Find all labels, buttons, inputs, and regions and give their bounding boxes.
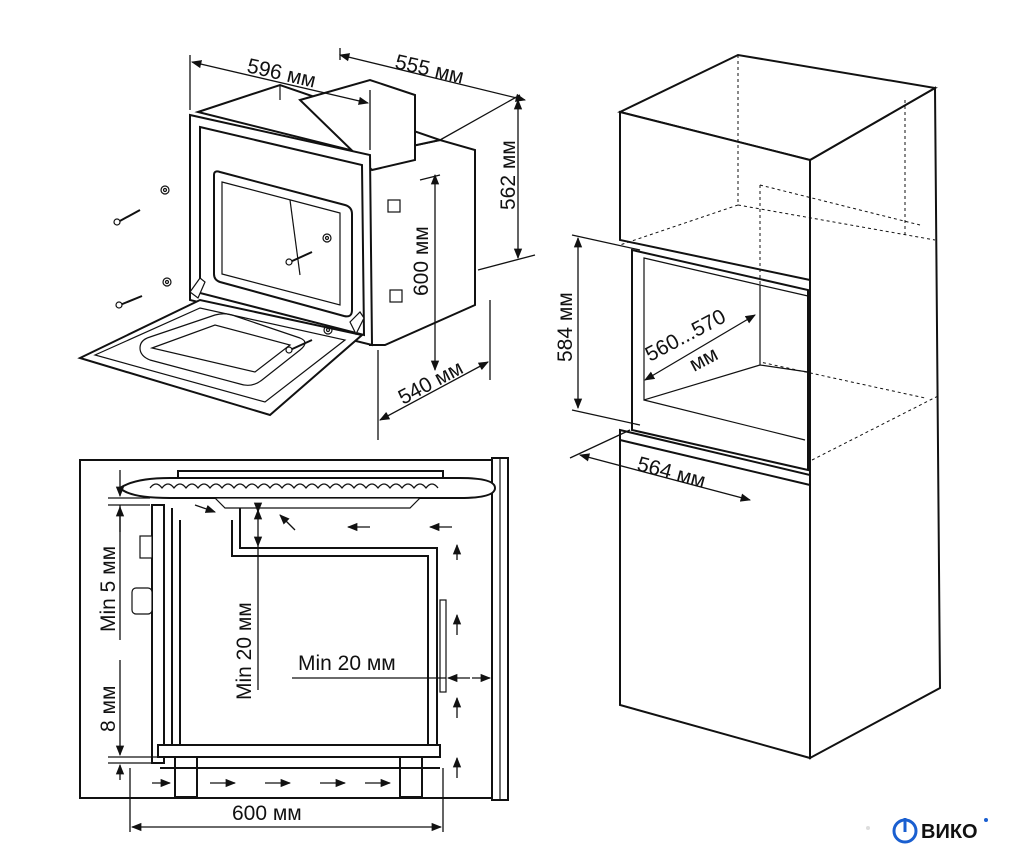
brand-logo: ВИКО bbox=[866, 818, 988, 844]
bottom-gap-label: 8 мм bbox=[97, 686, 120, 732]
back-gap-label: Min 20 мм bbox=[298, 652, 396, 675]
cabinet-perspective: 584 мм 560...570 мм 564 мм bbox=[554, 53, 942, 760]
oven-perspective: 596 мм 555 мм 562 мм 600 мм 540 мм bbox=[77, 48, 536, 440]
section-view: Min 5 мм 8 мм Min 20 мм Min 20 мм 600 мм bbox=[79, 457, 509, 832]
oven-height-label: 562 мм bbox=[497, 140, 520, 210]
top-gap-label: Min 5 мм bbox=[97, 546, 120, 632]
section-width-label: 600 мм bbox=[232, 802, 302, 825]
niche-height-label: 584 мм bbox=[554, 292, 577, 362]
brick-wall bbox=[491, 457, 509, 801]
screw-icon bbox=[113, 185, 333, 354]
oven-depth-label: 555 мм bbox=[393, 50, 466, 88]
oven-body-depth-label: 540 мм bbox=[395, 356, 467, 409]
logo-text: ВИКО bbox=[921, 821, 978, 843]
inner-gap-label: Min 20 мм bbox=[233, 602, 256, 700]
oven-front-height-label: 600 мм bbox=[410, 226, 433, 296]
